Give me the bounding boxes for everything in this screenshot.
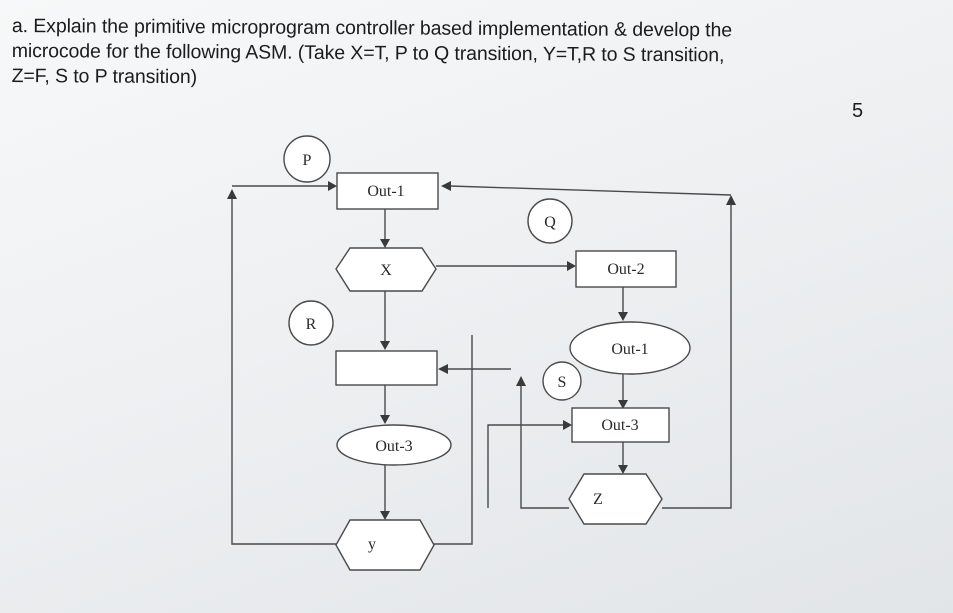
decision-z-hexagon bbox=[568, 473, 663, 525]
arrow-head bbox=[618, 312, 628, 321]
arrow-head bbox=[441, 181, 451, 191]
out2-label: Out-2 bbox=[607, 261, 644, 278]
decision-y-label: y bbox=[368, 536, 376, 553]
out1-right-oval bbox=[569, 321, 691, 375]
arrow-head bbox=[567, 261, 576, 271]
wire-to-out1-top bbox=[449, 185, 732, 196]
arrow-head bbox=[438, 364, 448, 374]
out3-right-label: Out-3 bbox=[601, 417, 638, 434]
arrow-head bbox=[380, 415, 390, 424]
state-p-label: P bbox=[303, 152, 312, 169]
wire-y-to-r bbox=[434, 335, 473, 545]
out3-left-label: Out-3 bbox=[375, 438, 412, 455]
state-q-circle bbox=[527, 198, 573, 244]
arrow-head bbox=[516, 376, 526, 386]
arrow-head bbox=[380, 341, 390, 350]
arrow-head bbox=[227, 189, 237, 199]
wire-y-loop bbox=[231, 198, 336, 545]
arrow-head bbox=[380, 511, 390, 520]
state-s-label: S bbox=[558, 374, 567, 391]
out2-box bbox=[575, 250, 677, 288]
state-p-circle bbox=[283, 135, 331, 183]
state-q-label: Q bbox=[544, 214, 556, 231]
wire-z-up bbox=[662, 203, 732, 509]
arrow-head bbox=[328, 181, 337, 191]
arrow-head bbox=[726, 195, 736, 205]
arrow-head bbox=[618, 465, 628, 474]
decision-x-label: X bbox=[380, 262, 392, 279]
blank-box bbox=[335, 350, 438, 386]
out1-top-label: Out-1 bbox=[367, 183, 404, 200]
out1-top-box bbox=[336, 172, 439, 210]
state-r-label: R bbox=[306, 316, 317, 333]
question-marks: 5 bbox=[852, 100, 864, 122]
decision-y-hexagon bbox=[335, 519, 435, 571]
state-r-circle bbox=[288, 300, 334, 346]
arrow-head bbox=[618, 400, 628, 409]
arrow-head bbox=[380, 239, 390, 248]
out1-right-label: Out-1 bbox=[611, 341, 648, 358]
wire-to-out3-box bbox=[487, 424, 564, 508]
wire-z-left bbox=[520, 384, 569, 509]
arrow-head bbox=[563, 420, 572, 430]
out3-right-box bbox=[571, 407, 670, 443]
decision-z-label: Z bbox=[593, 491, 603, 508]
state-s-circle bbox=[542, 361, 582, 401]
out3-left-oval bbox=[336, 424, 452, 466]
decision-x-hexagon bbox=[335, 247, 437, 292]
